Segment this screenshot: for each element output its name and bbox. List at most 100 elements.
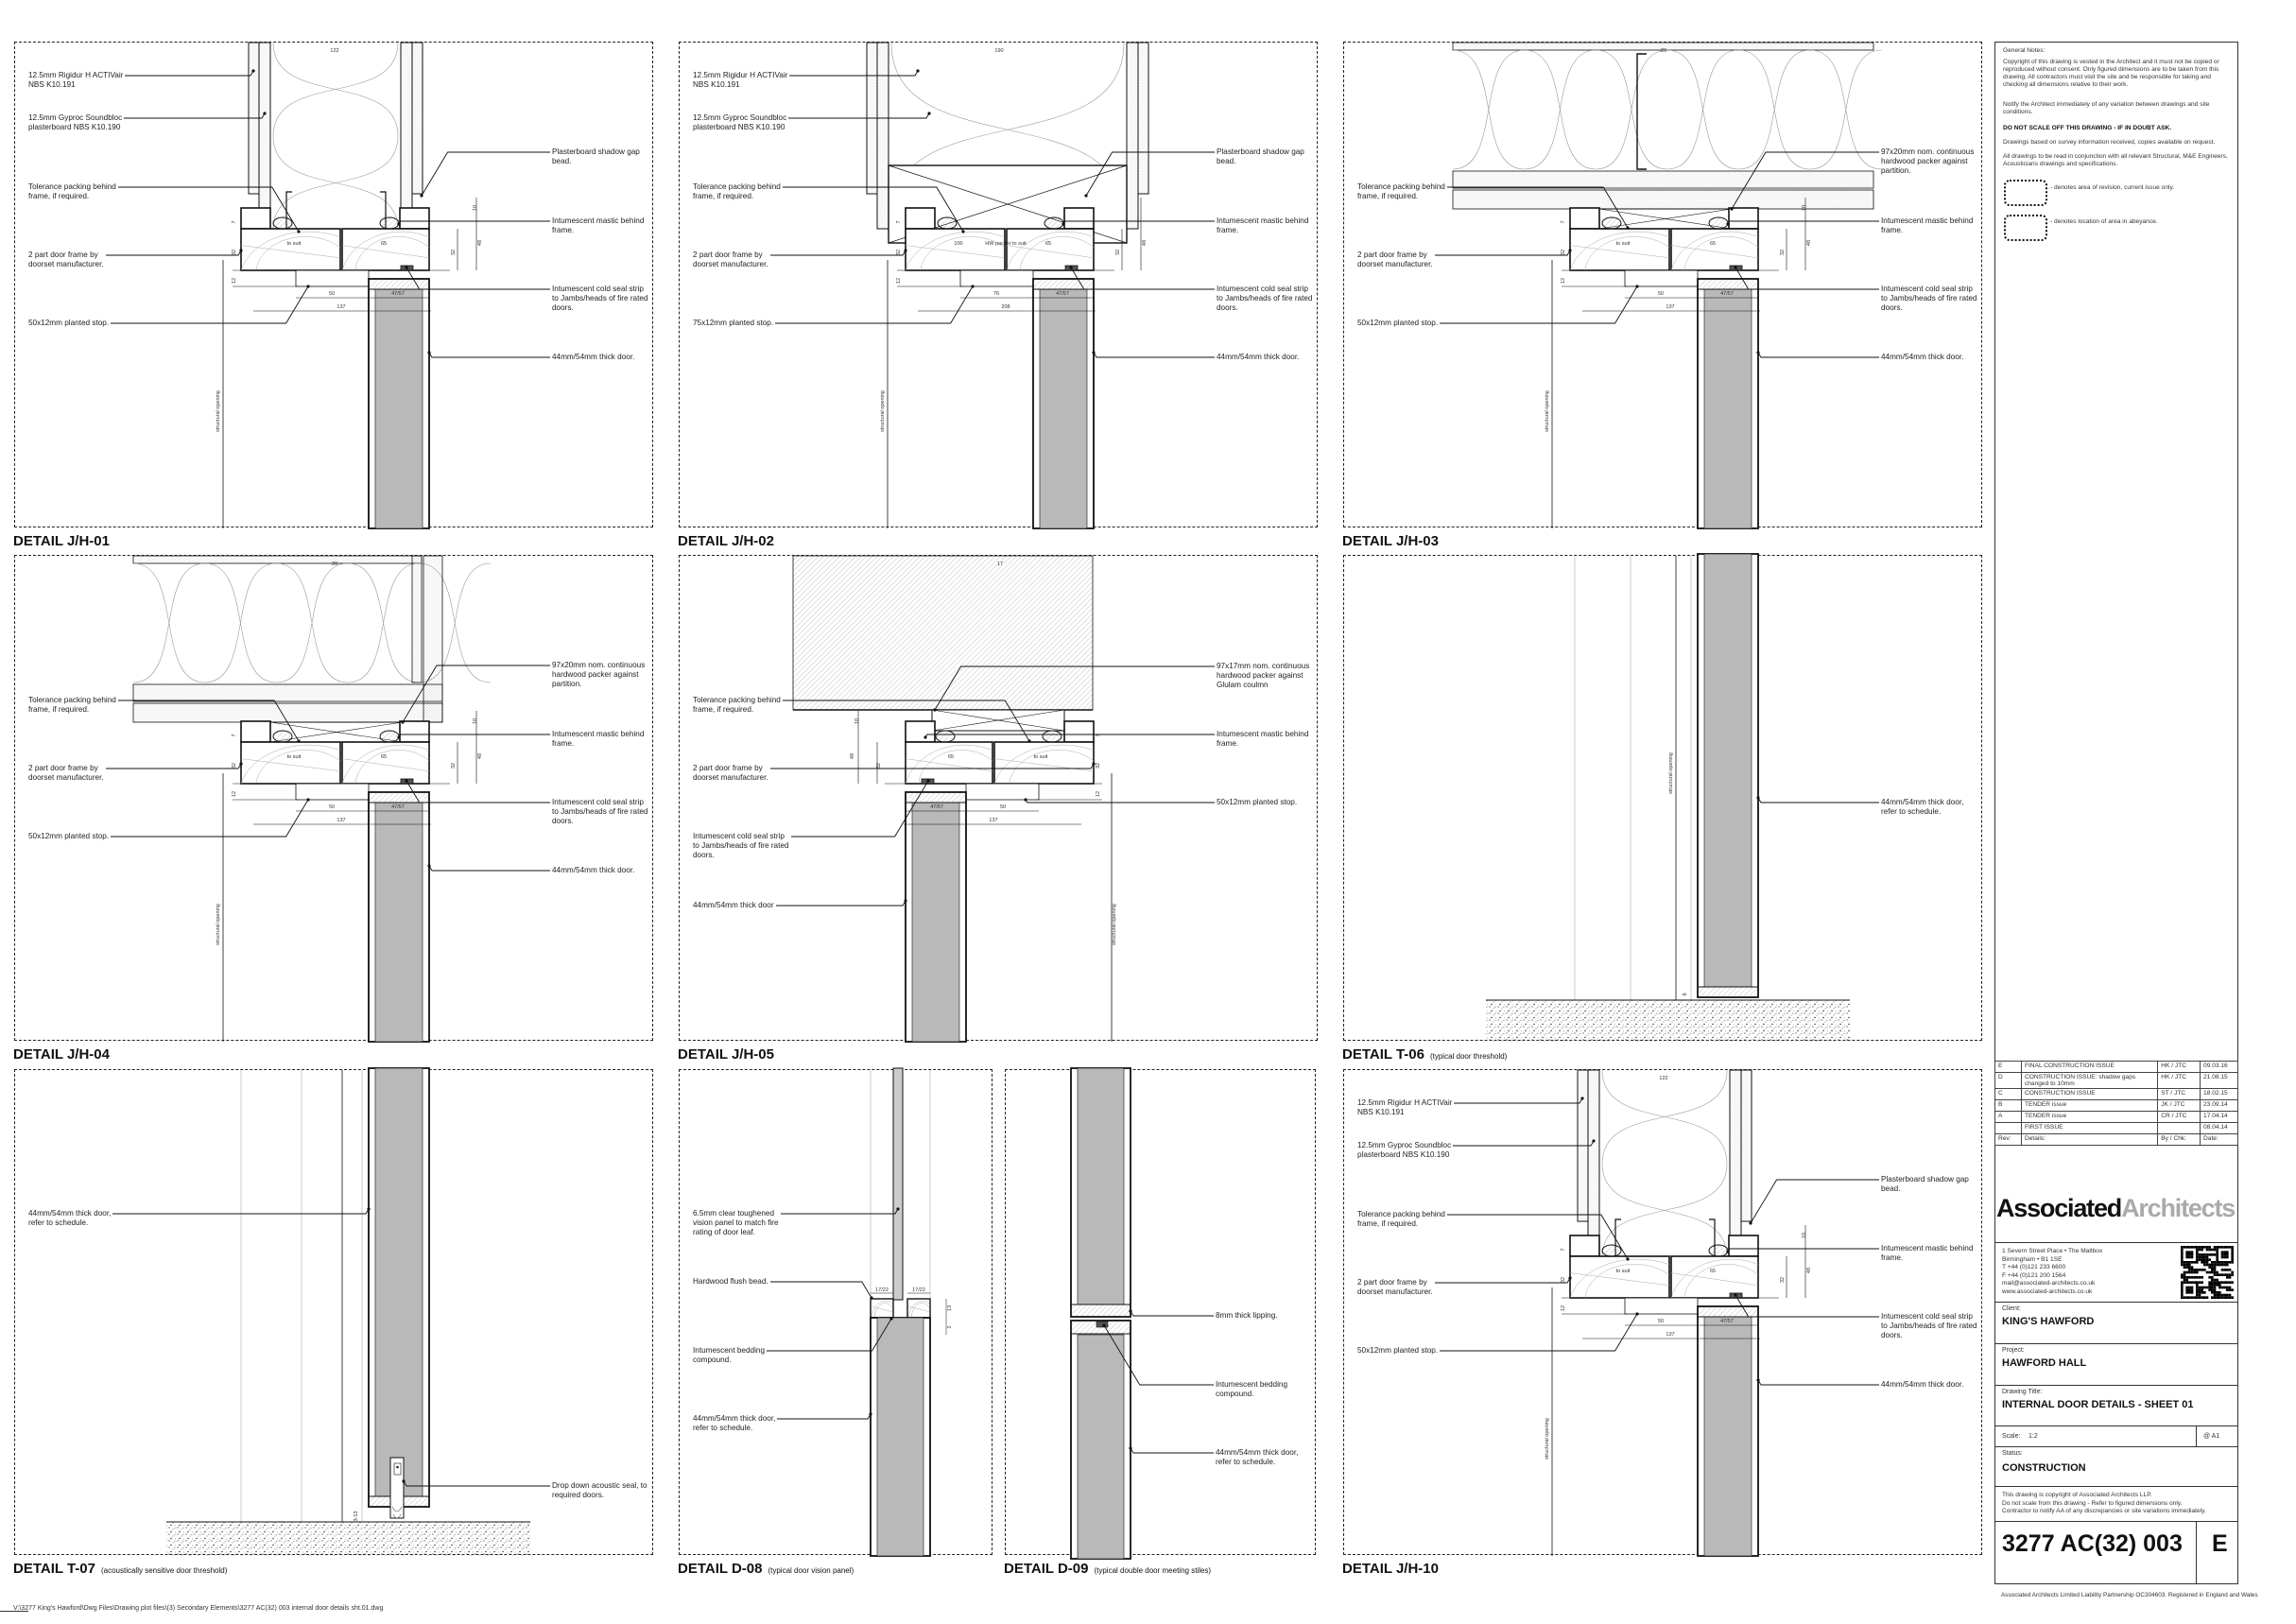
frame-upstand-right [399,207,430,230]
frame-upstand-left [1569,1235,1600,1257]
dimension-label: 10 [855,718,860,724]
scale-label: Scale: [2002,1433,2021,1440]
intumescent-mastic [1708,216,1729,230]
frame-upstand-right [1728,1235,1759,1257]
project-label: Project: [2002,1347,2025,1354]
annotation-label: Plasterboard shadow gap bead. [1217,147,1304,165]
annotation-label: Intumescent mastic behind frame. [552,216,645,234]
leader-dot [924,735,927,739]
planted-stop [965,783,1040,801]
revision-details: TENDER issue [2020,1099,2159,1112]
leader-dot [1734,266,1737,269]
leader-dot [297,230,301,233]
copyright-text: This drawing is copyright of Associated … [2002,1492,2206,1515]
project-box: Project: HAWFORD HALL [1994,1343,2238,1386]
leader-dot [896,1207,900,1211]
dimension-label: 7 [232,734,237,736]
annotation-label: 44mm/54mm thick door, refer to schedule. [1216,1448,1299,1466]
leader-dot [933,708,937,712]
annotation-label: 44mm/54mm thick door. [552,353,635,361]
revision-by: HK / JTC [2157,1072,2201,1089]
annotation-label: Intumescent bedding compound. [1216,1380,1288,1398]
leader-line [777,1413,872,1420]
detail-title-text: DETAIL J/H-02 [678,533,774,549]
dimension-label: 47/57 [1720,291,1734,297]
leader-dot [1626,226,1630,230]
revision-cloud-icon [2004,180,2047,206]
detail-drawing: 3-13 [112,1067,550,1556]
dimension-label: 32 [1561,250,1566,255]
annotation-label: 12.5mm Gyproc Soundbloc plasterboard NBS… [28,113,123,131]
planted-stop [295,783,370,801]
dimension-label: 48 [1142,240,1148,246]
leader-dot [1730,207,1734,211]
lipping-upper [1070,1304,1131,1318]
dimension-label: 65 [381,754,387,760]
detail-title-text: DETAIL T-07 [13,1561,95,1577]
structural-opening-label: structural opening [216,904,221,945]
dimension-label: 137 [989,818,997,823]
annotation-label: 44mm/54mm thick door. [552,866,635,874]
door-core [911,802,960,1043]
leader-line [1453,1140,1595,1147]
address-block: 1 Severn Street Place • The Maltbox Birm… [1994,1242,2238,1303]
dimension-label: 65 [1710,241,1716,247]
leader-dot [1069,266,1073,269]
detail-title-text: DETAIL J/H-01 [13,533,110,549]
drawing-title-label: Drawing Title: [2002,1389,2043,1395]
leader-dot [870,1296,873,1300]
leader-line [1093,352,1215,358]
soundbloc-board [258,42,271,230]
annotation-label: Plasterboard shadow gap bead. [552,147,640,165]
dimension-label: 7 [896,220,902,223]
client-value: KING'S HAWFORD [2002,1316,2095,1327]
floor-screed [1486,1000,1850,1042]
detail-title: DETAIL T-06(typical door threshold) [1342,1046,1507,1063]
address-text: 1 Severn Street Place • The Maltbox Birm… [2002,1248,2103,1295]
leader-dot [1568,249,1572,252]
project-value: HAWFORD HALL [2002,1357,2087,1369]
timber-grain [1006,231,1095,271]
soundbloc-board [400,42,413,230]
drawing-revision: E [2212,1530,2228,1557]
revision-date: 21.08.15 [2200,1072,2238,1089]
leader-dot [1092,762,1096,766]
annotation-label: Tolerance packing behind frame, if requi… [28,182,116,200]
leader-line [1435,250,1571,256]
note-notify: Notify the Architect immediately of any … [2003,101,2210,115]
packer-cross [269,721,404,743]
leader-line [402,665,550,723]
detail-title-text: DETAIL D-08 [678,1561,763,1577]
revision-date: 17.04.14 [2200,1111,2238,1123]
dimension-label: 20 [332,561,337,567]
seal-screw [396,1465,399,1469]
leader-line [111,285,309,324]
detail-title: DETAIL T-07(acoustically sensitive door … [13,1561,227,1577]
leader-line [428,352,550,358]
annotation-label: Plasterboard shadow gap bead. [1881,1175,1969,1193]
status-label: Status: [2002,1450,2023,1457]
leader-dot [427,351,431,354]
revision-by: JK / JTC [2157,1099,2201,1112]
logo-light: Architects [2121,1194,2236,1222]
annotation-label: 12.5mm Rigidur H ACTIVair NBS K10.191 [1357,1098,1453,1116]
planted-stop [959,269,1034,287]
frame-upstand-left [240,207,271,230]
leader-line [1731,151,1879,210]
dimension-label: 65 [381,241,387,247]
leader-dot [926,779,930,783]
leader-line [1440,1313,1638,1352]
soundbloc-board [1587,1069,1600,1257]
dimension-label: 13 [947,1305,953,1311]
detail-panel-d-09: 8mm thick lipping.Intumescent bedding co… [1005,1067,1316,1560]
leader-dot [1626,1257,1630,1261]
leader-dot [1027,739,1031,743]
annotation-label: 44mm/54mm thick door, refer to schedule. [1881,798,1964,816]
door-lipping [368,278,430,290]
